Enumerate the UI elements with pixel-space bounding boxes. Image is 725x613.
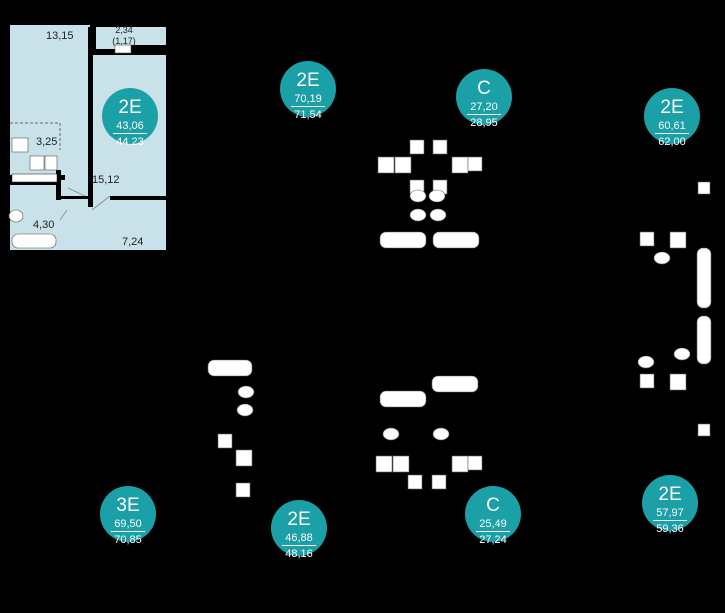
bathtub-fixture [696,247,712,309]
toilet-fixture [429,208,447,222]
apartment-badge-6[interactable]: С 25,49 27,24 [465,486,521,546]
apartment-badge-2[interactable]: С 27,20 28,95 [456,69,512,129]
bathtub-fixture [432,231,480,249]
sink-fixture [217,433,233,449]
door-swing [91,195,111,211]
sink-fixture [29,155,45,171]
bathtub-fixture [431,375,479,393]
sink-fixture [467,156,483,172]
apartment-type: 2Е [287,509,311,530]
apartment-type: С [477,78,491,99]
apartment-badge-5[interactable]: 2Е 46,88 48,16 [271,500,327,560]
balcony-label: 2,34 (1,17) [104,25,144,47]
apartment-badge-3[interactable]: 2Е 60,61 62,00 [644,88,700,148]
sink-fixture [697,423,711,437]
apartment-badge-4[interactable]: 3Е 69,50 70,85 [100,486,156,546]
area-total: 59,36 [656,523,684,535]
toilet-fixture [409,208,427,222]
sink-fixture [235,449,253,467]
area-living: 70,19 [291,93,325,107]
sink-fixture [451,156,469,174]
apartment-type: 2Е [296,70,320,91]
wall [110,196,166,200]
toilet-fixture [428,189,446,203]
room-label-living: 15,12 [92,174,120,186]
room-label-bathroom: 3,25 [36,136,58,148]
sink-fixture [235,482,251,498]
sink-fixture [394,156,412,174]
area-total: 48,16 [285,548,313,560]
apartment-badge-detailed[interactable]: 2Е 43,06 44,23 [102,88,158,148]
toilet-fixture [409,189,427,203]
toilet-fixture [653,251,671,265]
fixtures [207,139,712,498]
sink-fixture [467,455,483,471]
sink-fixture [44,155,58,171]
area-living: 60,61 [655,120,689,134]
door-swing [67,187,86,197]
area-living: 25,49 [476,518,510,532]
toilet-fixture [237,385,255,399]
toilet-fixture [673,347,691,361]
sink-fixture [431,474,447,490]
sink-fixture [669,373,687,391]
apartment-type: 3Е [116,495,140,516]
room-label-bathroom-2: 4,30 [33,219,55,231]
hall-area [60,175,166,250]
sink-fixture [392,455,410,473]
room-label-hall: 7,24 [122,236,144,248]
area-total: 71,54 [294,109,322,121]
area-living: 57,97 [653,507,687,521]
sink-fixture [451,455,469,473]
apartment-type: 2Е [658,484,682,505]
area-total: 44,23 [116,136,144,148]
area-total: 28,95 [470,117,498,129]
sink-fixture [639,231,655,247]
apartment-badge-1[interactable]: 2Е 70,19 71,54 [280,61,336,121]
area-living: 69,50 [111,518,145,532]
radiator-fixture [11,173,58,183]
area-total: 62,00 [658,136,686,148]
bathtub-fixture [207,359,253,377]
toilet-fixture [382,427,400,441]
toilet-fixture [432,427,450,441]
sink-fixture [639,373,655,389]
sink-fixture [697,181,711,195]
bathtub-fixture [696,315,712,365]
wall [56,170,61,200]
wall [88,27,93,207]
area-living: 27,20 [467,101,501,115]
wall [60,196,90,199]
sink-fixture [377,156,395,174]
apartment-type: 2Е [118,97,142,118]
sink-fixture [409,139,425,155]
door-swing [59,209,68,221]
bathtub-fixture [11,233,57,249]
sink-fixture [375,455,393,473]
area-living: 43,06 [113,120,147,134]
room-label-top: 13,15 [46,30,74,42]
sink-fixture [11,137,29,153]
toilet-fixture [637,355,655,369]
bathtub-fixture [379,231,427,249]
toilet-fixture [236,403,254,417]
area-living: 46,88 [282,532,316,546]
sink-fixture [407,474,423,490]
balcony-area-value: 2,34 [115,25,133,35]
apartment-badge-7[interactable]: 2Е 57,97 59,36 [642,475,698,535]
apartment-type: 2Е [660,97,684,118]
area-total: 27,24 [479,534,507,546]
apartment-type: С [486,495,500,516]
wall [128,45,166,50]
balcony-reduced-value: (1,17) [112,36,136,46]
window-marker [114,44,132,54]
sink-fixture [669,231,687,249]
sink-fixture [432,139,448,155]
area-total: 70,85 [114,534,142,546]
balcony-area [96,27,166,49]
toilet-fixture [8,209,24,223]
bathtub-fixture [379,390,427,408]
